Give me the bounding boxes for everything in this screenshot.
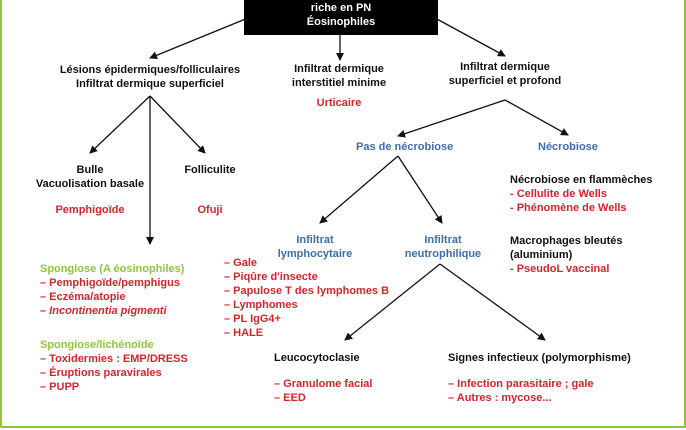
pemphigoide-label: Pemphigoïde	[55, 204, 125, 216]
lympho-list-item: – HALE	[224, 327, 264, 339]
arrow-neutro-to-leucocyto	[344, 263, 441, 341]
node-bulle: Bulle Vacuolisation basale Pemphigoïde	[20, 163, 160, 217]
spongiose-eos-block: Spongiose (A éosinophiles) – Pemphigoïde…	[40, 262, 184, 318]
arrow-pas-to-neutro	[397, 155, 443, 224]
top-title-line1: riche en PN	[310, 2, 372, 14]
folliculite-label: Folliculite	[184, 164, 236, 176]
neutro-line2: neutrophilique	[404, 248, 482, 260]
spongiose-lich-title: Spongiose/lichénoïde	[40, 339, 154, 351]
ofuji-label: Ofuji	[197, 204, 223, 216]
top-title-box: riche en PN Éosinophiles	[244, 0, 438, 35]
leucocyto-label: Leucocytoclasie	[274, 352, 360, 364]
spongiose-eos-title: Spongiose (A éosinophiles)	[40, 263, 185, 275]
sup-profond-line1: Infiltrat dermique	[460, 61, 550, 73]
lympho-list-item: – Papulose T des lymphomes B	[224, 285, 390, 297]
lesions-line1: Lésions épidermiques/folliculaires	[59, 64, 241, 76]
leucocyto-item: – EED	[274, 392, 306, 404]
node-sup-profond: Infiltrat dermique superficiel et profon…	[430, 60, 580, 88]
necrobiose-label: Nécrobiose	[538, 141, 598, 153]
lympho-list-item: – Lymphomes	[224, 299, 298, 311]
arrow-sup-to-necrobiose	[504, 99, 569, 136]
spongiose-eos-item: – Incontinentia pigmenti	[40, 305, 167, 317]
lympho-line1: Infiltrat	[296, 234, 334, 246]
arrow-sup-to-pas-necrobiose	[397, 99, 506, 138]
macrophages-block: Macrophages bleutés (aluminium) - Pseudo…	[510, 234, 622, 276]
top-title-line2: Éosinophiles	[306, 16, 376, 28]
lympho-list-item: – Piqûre d'insecte	[224, 271, 318, 283]
node-lesions: Lésions épidermiques/folliculaires Infil…	[40, 63, 260, 91]
node-signes: Signes infectieux (polymorphisme) – Infe…	[448, 351, 631, 405]
arrow-lesions-to-bulle	[89, 95, 151, 154]
lympho-list-item: – Gale	[224, 257, 258, 269]
bulle-line2: Vacuolisation basale	[35, 178, 145, 190]
spongiose-lich-item: – Éruptions paravirales	[40, 367, 162, 379]
arrow-top-to-sup-profond	[434, 17, 506, 57]
signes-label: Signes infectieux (polymorphisme)	[448, 352, 631, 364]
lympho-line2: lymphocytaire	[277, 248, 353, 260]
interstitiel-line2: interstitiel minime	[291, 77, 387, 89]
necro-flammeches-item: - Phénomène de Wells	[510, 202, 627, 214]
spongiose-eos-item: – Eczéma/atopie	[40, 291, 126, 303]
lympho-list-item: – PL IgG4+	[224, 313, 281, 325]
macrophages-line1: Macrophages bleutés	[510, 235, 623, 247]
interstitiel-line1: Infiltrat dermique	[294, 63, 384, 75]
arrow-top-to-lesions	[149, 17, 249, 60]
spongiose-lich-item: – PUPP	[40, 381, 80, 393]
sup-profond-line2: superficiel et profond	[448, 75, 562, 87]
lesions-line2: Infiltrat dermique superficiel	[76, 78, 224, 90]
macrophages-item: - PseudoL vaccinal	[510, 263, 610, 275]
leucocyto-item: – Granulome facial	[274, 378, 373, 390]
node-folliculite: Folliculite Ofuji	[170, 163, 250, 217]
lympho-list: – Gale – Piqûre d'insecte – Papulose T d…	[224, 256, 389, 340]
necro-flammeches-block: Nécrobiose en flammèches - Cellulite de …	[510, 173, 652, 215]
macrophages-line2: (aluminium)	[510, 249, 573, 261]
node-lympho: Infiltrat lymphocytaire	[270, 233, 360, 261]
arrow-neutro-to-signes	[439, 263, 546, 341]
spongiose-eos-item: – Pemphigoïde/pemphigus	[40, 277, 180, 289]
pas-necrobiose-label: Pas de nécrobiose	[356, 141, 454, 153]
signes-item: – Infection parasitaire ; gale	[448, 378, 594, 390]
arrow-lesions-to-folliculite	[149, 95, 206, 154]
node-interstitiel: Infiltrat dermique interstitiel minime U…	[268, 62, 410, 110]
node-neutro: Infiltrat neutrophilique	[398, 233, 488, 261]
node-leucocyto: Leucocytoclasie – Granulome facial – EED	[274, 351, 372, 405]
urticaire-label: Urticaire	[316, 97, 362, 109]
neutro-line1: Infiltrat	[424, 234, 462, 246]
necro-flammeches-item: - Cellulite de Wells	[510, 188, 607, 200]
spongiose-lich-block: Spongiose/lichénoïde – Toxidermies : EMP…	[40, 338, 188, 394]
signes-item: – Autres : mycose...	[448, 392, 552, 404]
necro-flammeches-title: Nécrobiose en flammèches	[510, 174, 653, 186]
arrow-pas-to-lympho	[319, 155, 399, 224]
spongiose-lich-item: – Toxidermies : EMP/DRESS	[40, 353, 188, 365]
bulle-line1: Bulle	[76, 164, 104, 176]
